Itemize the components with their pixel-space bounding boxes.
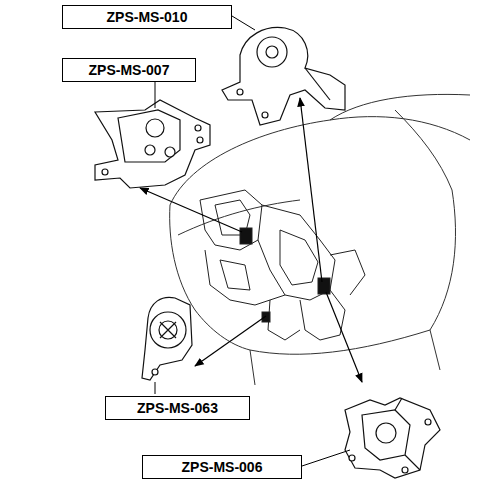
part-number: ZPS-MS-010: [107, 8, 188, 26]
part-number: ZPS-MS-063: [137, 399, 218, 417]
engine-assembly: [200, 190, 365, 340]
part-number: ZPS-MS-006: [182, 458, 263, 476]
mount-010-drawing: [222, 27, 345, 125]
part-number-box: ZPS-MS-006: [142, 455, 302, 479]
part-number: ZPS-MS-007: [89, 61, 170, 79]
car-body: [170, 94, 470, 385]
mount-007-drawing: [95, 100, 210, 188]
mount-006-drawing: [345, 398, 440, 478]
mount-063-drawing: [142, 297, 192, 380]
part-number-box: ZPS-MS-010: [62, 5, 232, 29]
part-number-box: ZPS-MS-063: [105, 396, 250, 420]
pointer-arrows: [140, 98, 362, 382]
part-number-box: ZPS-MS-007: [62, 58, 196, 82]
